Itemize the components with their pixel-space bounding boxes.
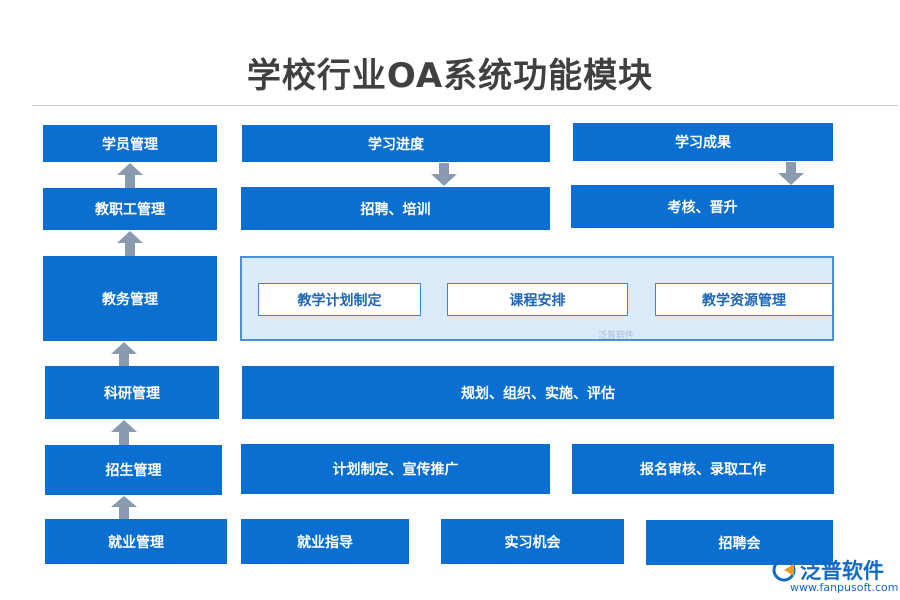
down-arrow-icon [431,163,457,186]
career-guidance-box: 就业指导 [241,519,409,564]
teaching-resources-box: 教学资源管理 [655,283,833,316]
box-label: 科研管理 [104,385,160,402]
research-process-box: 规划、组织、实施、评估 [242,366,834,419]
box-label: 计划制定、宣传推广 [332,462,459,478]
down-arrow-icon [778,162,804,185]
teaching-plan-box: 教学计划制定 [258,283,421,316]
box-label: 规划、组织、实施、评估 [461,385,615,402]
academic-management-box: 教务管理 [43,256,217,341]
box-label: 学习成果 [675,135,731,151]
learning-results-box: 学习成果 [573,123,833,161]
logo-name: 泛普软件 [800,559,884,583]
box-label: 招聘会 [718,535,761,552]
admissions-management-box: 招生管理 [45,445,222,495]
job-fair-box: 招聘会 [646,520,833,565]
up-arrow-icon [117,163,143,188]
logo-icon [772,558,796,582]
research-management-box: 科研管理 [45,366,219,419]
up-arrow-icon [111,342,137,366]
box-label: 教学计划制定 [297,292,382,309]
box-label: 报名审核、录取工作 [640,462,766,478]
up-arrow-icon [111,496,137,519]
course-schedule-box: 课程安排 [447,283,628,316]
internship-box: 实习机会 [441,519,624,564]
staff-management-box: 教职工管理 [43,188,217,230]
box-label: 教职工管理 [95,202,165,218]
box-label: 考核、晋升 [667,199,738,216]
box-label: 招生管理 [105,463,162,479]
brand-logo: 泛普软件 [772,555,884,585]
title-divider [32,105,898,106]
recruit-training-box: 招聘、培训 [241,187,550,230]
learning-progress-box: 学习进度 [242,125,550,162]
plan-promotion-box: 计划制定、宣传推广 [241,444,550,494]
box-label: 招聘、培训 [360,201,431,218]
box-label: 教学资源管理 [702,292,786,309]
page-title: 学校行业OA系统功能模块 [246,56,654,96]
employment-management-box: 就业管理 [45,519,227,564]
student-management-box: 学员管理 [43,125,217,162]
assessment-promotion-box: 考核、晋升 [571,185,834,228]
logo-url: www.fanpusoft.com [790,581,899,594]
up-arrow-icon [111,420,137,445]
watermark-text: 泛普软件 [598,331,635,341]
box-label: 就业指导 [297,534,353,551]
box-label: 实习机会 [504,534,561,551]
box-label: 学习进度 [368,136,424,153]
academic-functions-panel: 教学计划制定 课程安排 教学资源管理 泛普软件 [240,256,834,341]
box-label: 就业管理 [108,534,164,551]
enrollment-review-box: 报名审核、录取工作 [572,444,834,494]
box-label: 学员管理 [102,136,158,153]
up-arrow-icon [117,231,143,256]
box-label: 教务管理 [102,291,158,308]
box-label: 课程安排 [509,292,566,309]
